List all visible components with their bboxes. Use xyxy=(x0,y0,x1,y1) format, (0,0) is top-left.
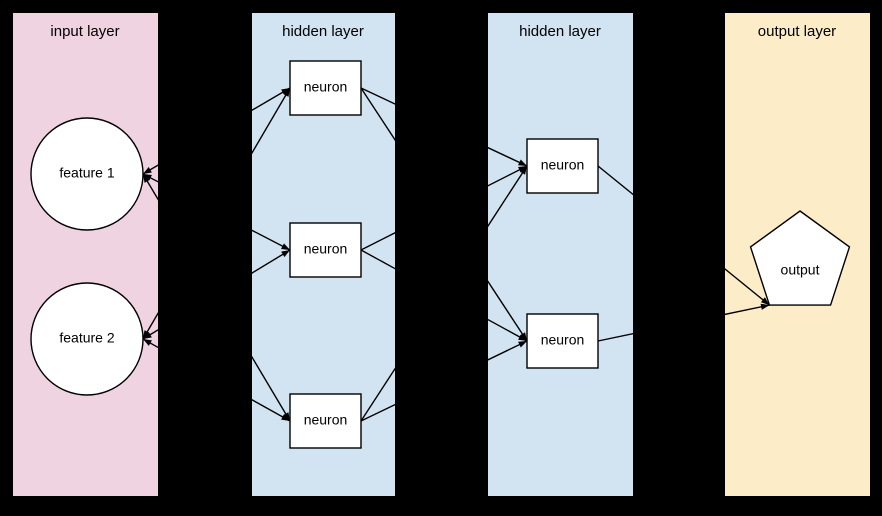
panel-input-layer xyxy=(13,13,158,496)
node-label: neuron xyxy=(304,412,348,428)
connection-edge xyxy=(360,367,395,422)
layer-titles: input layer hidden layer hidden layer outpu… xyxy=(50,23,836,40)
layer-title-input: input layer xyxy=(50,23,119,40)
connection-edge xyxy=(488,165,528,228)
node-label: neuron xyxy=(304,79,348,95)
arrow-head-icon xyxy=(143,167,152,174)
node-hidden1-2[interactable]: neuron xyxy=(289,222,362,278)
node-label: neuron xyxy=(541,332,585,348)
edges-output-segment xyxy=(725,268,770,316)
node-label: output xyxy=(781,262,820,278)
connection-edge xyxy=(252,355,291,422)
arrow-head-icon xyxy=(519,332,527,341)
arrow-head-icon xyxy=(281,243,290,250)
node-output-1[interactable]: output xyxy=(749,210,851,306)
edges-input-segment xyxy=(142,164,158,349)
neuron-box[interactable] xyxy=(289,222,362,278)
arrow-head-icon xyxy=(143,339,152,346)
arrow-head-icon xyxy=(143,174,152,181)
node-hidden1-1[interactable]: neuron xyxy=(289,60,362,116)
arrow-head-icon xyxy=(143,331,152,339)
connection-edge xyxy=(488,165,528,187)
connection-edge xyxy=(360,249,395,270)
arrow-head-icon xyxy=(518,334,527,341)
arrow-head-icon xyxy=(760,297,770,306)
connection-edge xyxy=(488,280,528,342)
arrow-head-icon xyxy=(760,303,770,310)
layer-panels xyxy=(13,13,870,496)
node-label: neuron xyxy=(541,157,585,173)
connection-edge xyxy=(360,87,395,142)
network-nodes: feature 1 feature 2 neuron neuron neuron neur… xyxy=(30,60,851,449)
layer-title-hidden2: hidden layer xyxy=(519,23,601,40)
edges-hidden2-segment xyxy=(488,146,633,361)
connection-edge xyxy=(360,87,395,105)
neuron-box[interactable] xyxy=(526,313,599,369)
arrow-head-icon xyxy=(281,414,290,421)
neuron-box[interactable] xyxy=(289,60,362,116)
connection-edge xyxy=(488,146,528,167)
connection-edge xyxy=(252,229,291,251)
edges-hidden1-segment xyxy=(252,87,395,422)
neuron-box[interactable] xyxy=(289,393,362,449)
feature-circle[interactable] xyxy=(30,117,144,231)
arrow-head-icon xyxy=(143,174,151,183)
connection-edge xyxy=(488,340,528,361)
node-hidden1-3[interactable]: neuron xyxy=(289,393,362,449)
node-hidden2-2[interactable]: neuron xyxy=(526,313,599,369)
node-input-1[interactable]: feature 1 xyxy=(30,117,144,231)
connection-edge xyxy=(725,268,770,306)
node-label: neuron xyxy=(304,241,348,257)
connection-edge xyxy=(252,87,291,155)
arrow-head-icon xyxy=(518,159,527,166)
node-label: feature 2 xyxy=(59,330,114,346)
connection-edge xyxy=(597,332,633,342)
connection-edge xyxy=(725,304,770,316)
layer-title-output: output layer xyxy=(758,23,836,40)
node-input-2[interactable]: feature 2 xyxy=(30,282,144,396)
node-hidden2-1[interactable]: neuron xyxy=(526,138,599,194)
arrow-head-icon xyxy=(282,412,290,421)
connection-edge xyxy=(252,249,291,274)
connection-edge xyxy=(360,232,395,251)
arrow-head-icon xyxy=(281,250,290,258)
arrow-head-icon xyxy=(281,88,290,95)
connection-edge xyxy=(360,403,395,422)
connection-edge xyxy=(488,318,528,342)
arrow-head-icon xyxy=(283,88,290,97)
node-label: feature 1 xyxy=(59,165,114,181)
connection-edge xyxy=(597,165,633,196)
connection-edge xyxy=(252,399,291,422)
panel-hidden-layer-2 xyxy=(488,13,633,496)
neuron-box[interactable] xyxy=(526,138,599,194)
arrow-head-icon xyxy=(519,166,527,175)
layer-title-hidden1: hidden layer xyxy=(282,23,364,40)
output-pentagon[interactable] xyxy=(749,210,851,306)
arrow-head-icon xyxy=(518,341,527,348)
feature-circle[interactable] xyxy=(30,282,144,396)
connection-edge xyxy=(252,87,291,112)
